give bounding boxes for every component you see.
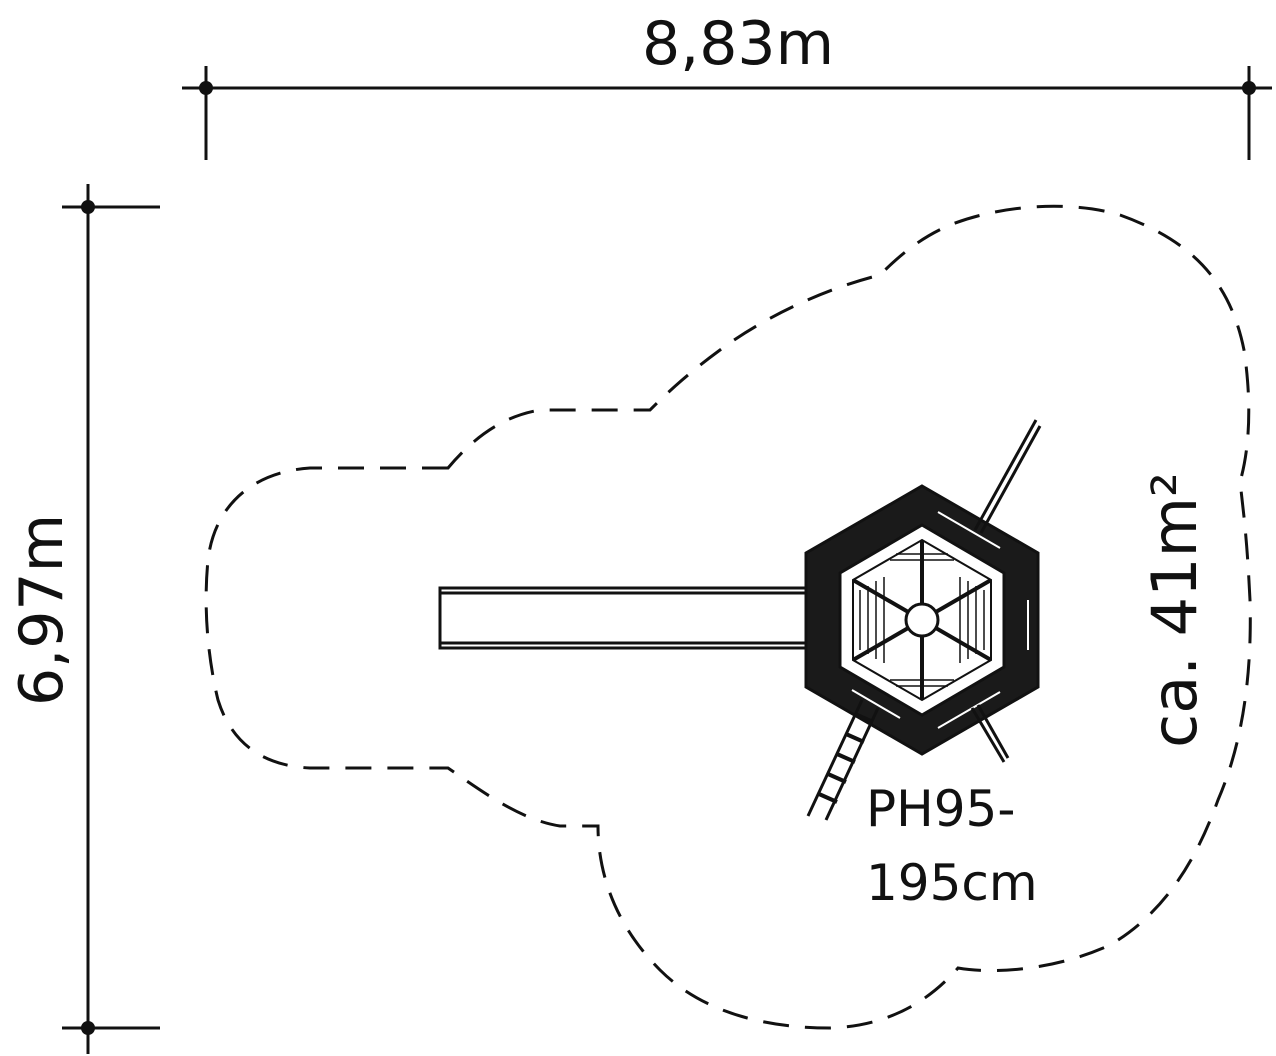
upper-pole xyxy=(973,419,1038,531)
safety-zone-outline xyxy=(204,204,1252,1030)
width-tick-left xyxy=(199,81,213,95)
slide-chute xyxy=(438,586,834,650)
tower-side-rails xyxy=(851,511,1029,729)
ladder-rungs xyxy=(818,712,874,804)
height-tick-top xyxy=(81,200,95,214)
height-dimension xyxy=(62,184,160,1054)
lower-pole xyxy=(970,707,1006,763)
tower-diagonal-bars xyxy=(970,419,1042,763)
lower-pole-inner xyxy=(976,704,1010,759)
upper-pole-inner xyxy=(979,425,1042,534)
width-label: 8,83m xyxy=(642,9,834,79)
tower-roof-center xyxy=(904,602,940,638)
platform-height-line1: PH95- xyxy=(866,780,1015,838)
width-dimension xyxy=(182,66,1272,160)
play-tower xyxy=(804,484,1040,756)
ladder xyxy=(806,699,880,821)
platform-height-line2: 195cm xyxy=(866,854,1038,912)
area-label: ca. 41m² xyxy=(1138,472,1211,748)
width-tick-right xyxy=(1242,81,1256,95)
height-tick-bottom xyxy=(81,1021,95,1035)
ladder-rail-left xyxy=(806,699,864,817)
slide xyxy=(438,586,834,650)
height-label: 6,97m xyxy=(7,514,77,706)
